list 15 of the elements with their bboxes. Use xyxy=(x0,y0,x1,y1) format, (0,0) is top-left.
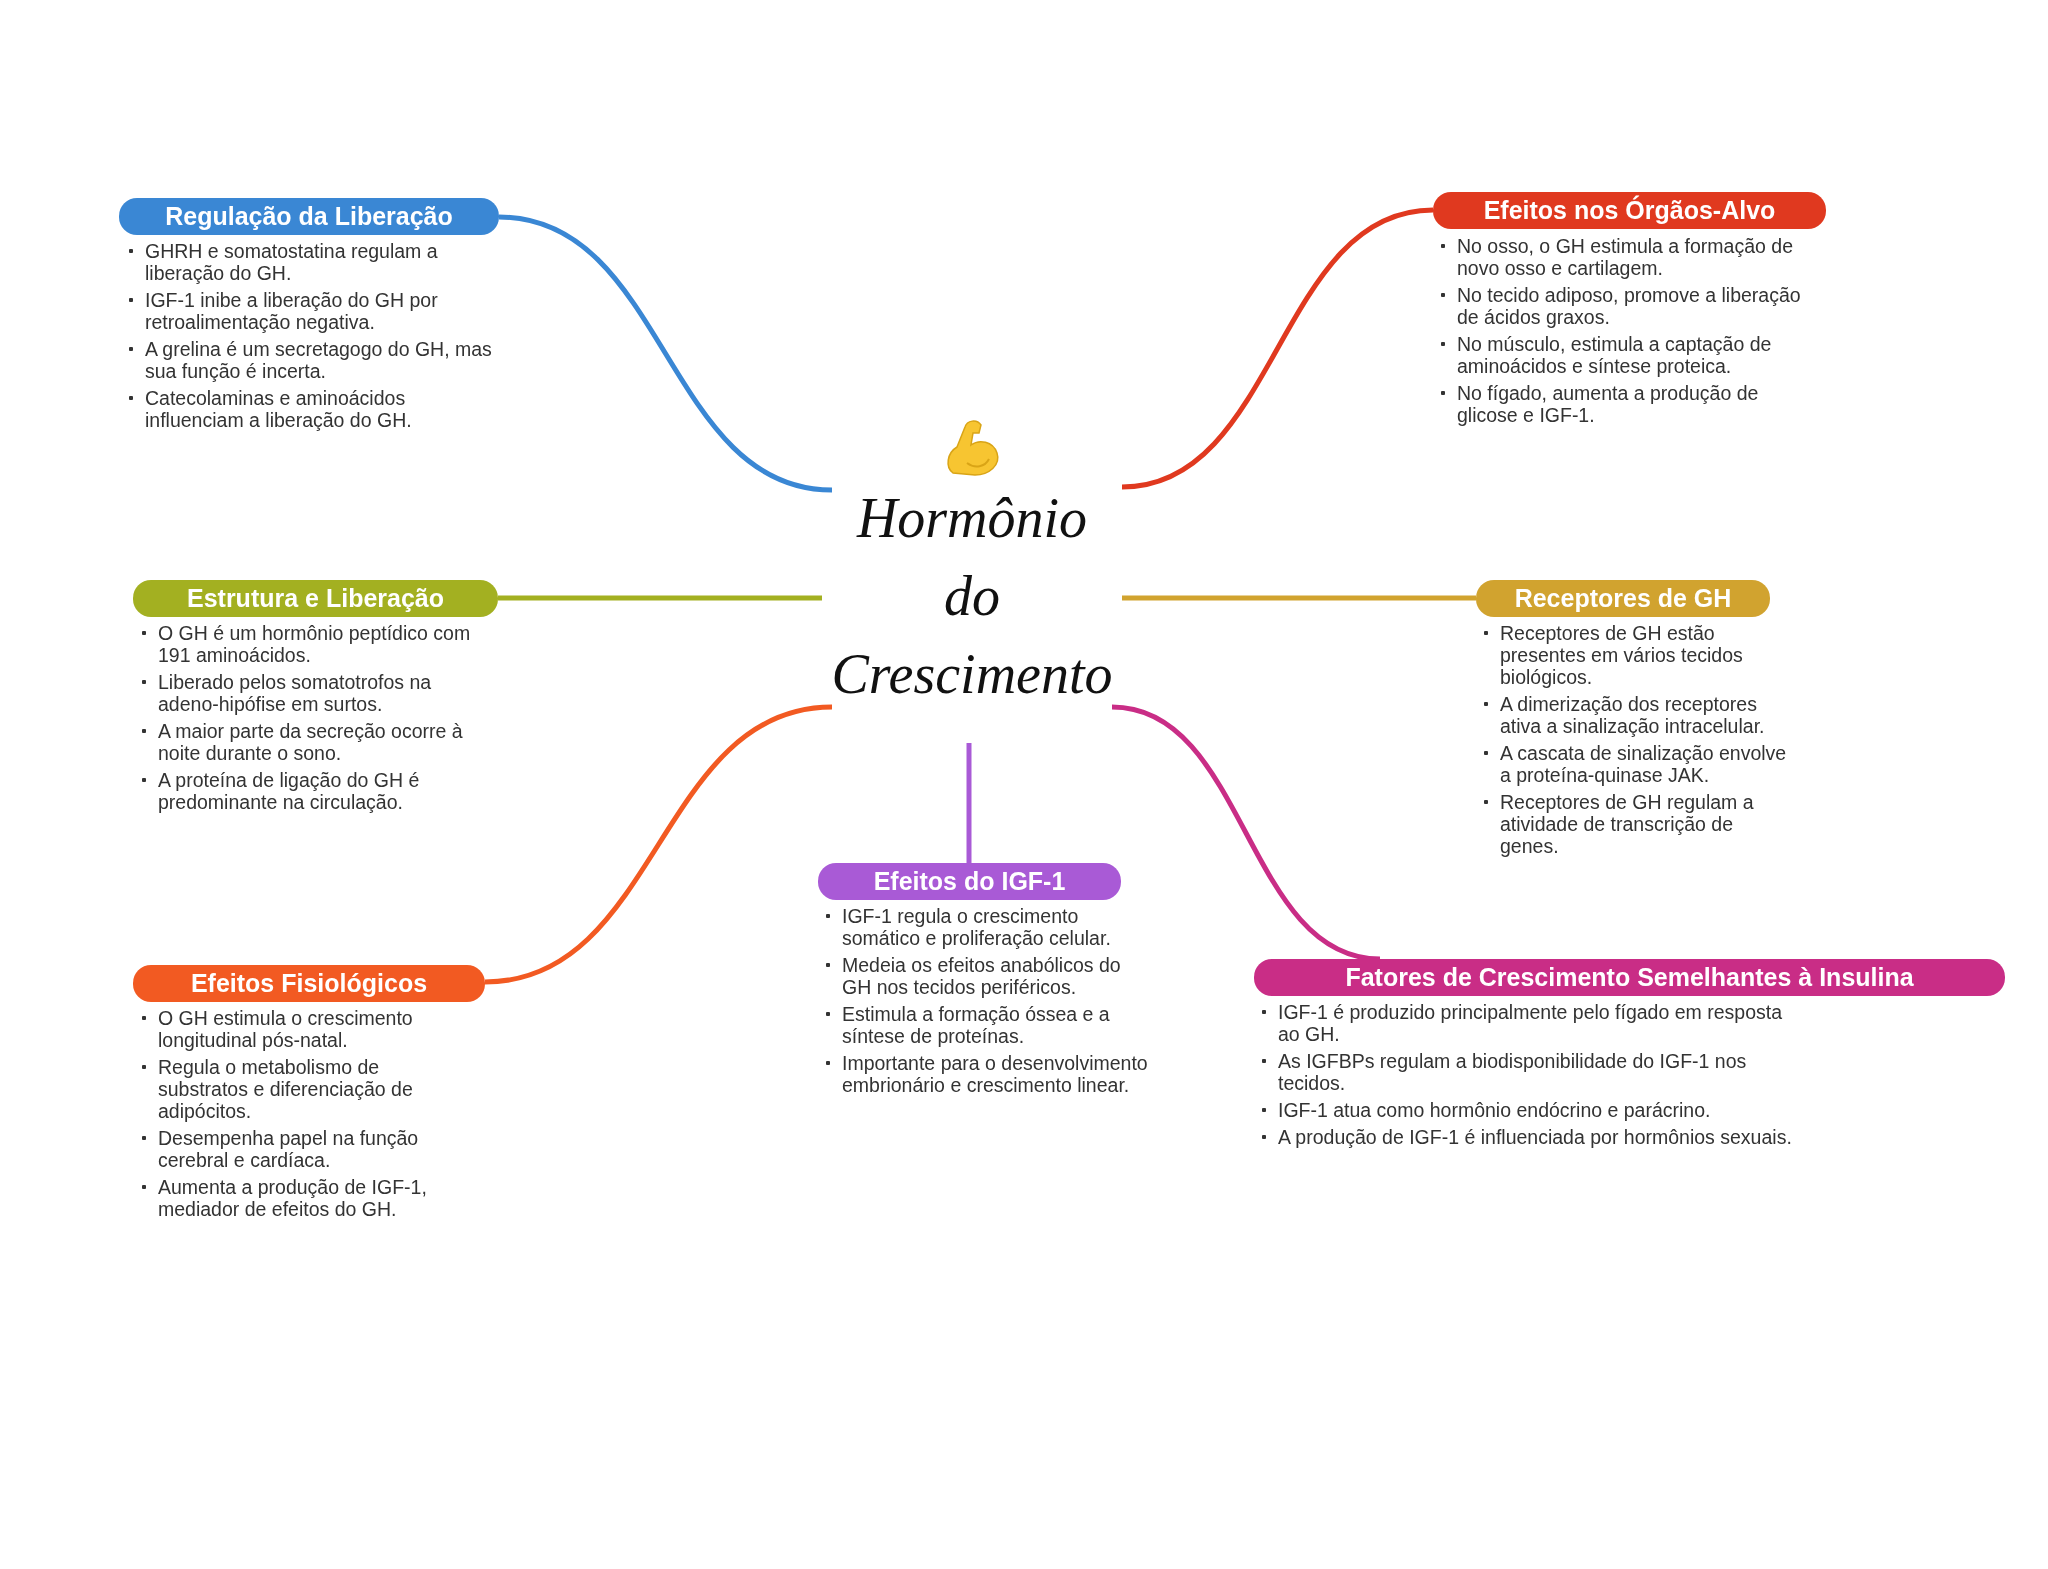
topic-pill: Fatores de Crescimento Semelhantes à Insulina xyxy=(1254,959,2005,996)
topic-pill: Regulação da Liberação xyxy=(119,198,499,235)
topic-pill: Efeitos do IGF-1 xyxy=(818,863,1121,900)
topic-pill: Efeitos Fisiológicos xyxy=(133,965,485,1002)
connector-line xyxy=(498,595,822,601)
topic-pill: Estrutura e Liberação xyxy=(133,580,498,617)
connector-line xyxy=(1111,704,1381,962)
connector-line xyxy=(1121,207,1434,490)
connector-line xyxy=(484,704,833,985)
central-topic-text: Hormônio do Crescimento xyxy=(830,486,1114,707)
connector-line xyxy=(498,214,833,493)
connector-line xyxy=(966,743,972,863)
connector-line xyxy=(1122,595,1476,601)
topic-pill: Receptores de GH xyxy=(1476,580,1770,617)
topic-pill: Efeitos nos Órgãos-Alvo xyxy=(1433,192,1826,229)
